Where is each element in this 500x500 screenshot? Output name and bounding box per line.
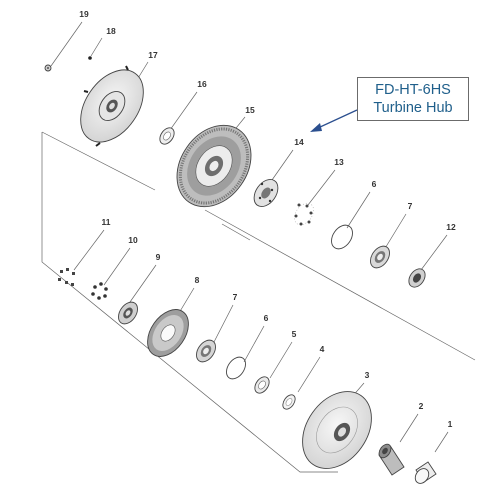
label-part-8: 8 — [195, 275, 200, 285]
label-part-6-lower: 6 — [264, 313, 269, 323]
part-13-bolt-ring — [294, 202, 314, 226]
part-10-rollers — [91, 282, 108, 300]
label-part-14: 14 — [294, 137, 304, 147]
label-part-2: 2 — [419, 401, 424, 411]
part-14-turbine-hub — [253, 178, 279, 208]
callout-part-name: Turbine Hub — [373, 100, 453, 116]
part-1-bushing — [414, 461, 437, 484]
part-7-bearing-upper — [370, 245, 390, 269]
label-part-17: 17 — [148, 50, 158, 60]
label-part-10: 10 — [128, 235, 138, 245]
label-part-1: 1 — [448, 419, 453, 429]
part-19-nut — [44, 64, 52, 72]
part-18-pin — [88, 56, 92, 60]
part-11-keys — [58, 268, 75, 286]
part-6-snap-ring-lower — [226, 356, 246, 380]
part-8-stator — [147, 309, 189, 357]
label-part-15: 15 — [245, 105, 255, 115]
part-6-snap-ring-upper — [331, 224, 353, 250]
label-part-5: 5 — [292, 329, 297, 339]
label-part-16: 16 — [197, 79, 207, 89]
callout-arrow — [310, 109, 358, 132]
part-12-seal — [408, 268, 426, 288]
label-part-9: 9 — [156, 252, 161, 262]
callout-box: FD-HT-6HS Turbine Hub — [357, 77, 469, 121]
label-part-7-lower: 7 — [233, 292, 238, 302]
part-9-cage — [118, 301, 138, 325]
part-4-washer — [282, 394, 296, 410]
leader-lines — [50, 21, 449, 453]
label-part-7-upper: 7 — [408, 201, 413, 211]
part-16-washer — [159, 127, 175, 145]
label-part-4: 4 — [320, 344, 325, 354]
part-3-impeller — [302, 391, 372, 469]
label-part-12: 12 — [446, 222, 456, 232]
part-5-washer — [254, 376, 270, 394]
label-part-11: 11 — [102, 217, 111, 227]
frame-lines — [41, 131, 476, 473]
label-part-19: 19 — [79, 9, 89, 19]
label-part-6-upper: 6 — [372, 179, 377, 189]
part-2-sleeve — [378, 443, 405, 476]
label-part-3: 3 — [365, 370, 370, 380]
callout-part-number: FD-HT-6HS — [375, 82, 451, 98]
part-15-turbine-disc — [176, 124, 252, 208]
label-part-13: 13 — [334, 157, 344, 167]
part-17-drive-plate — [80, 65, 144, 147]
part-7-bearing-lower — [196, 339, 216, 363]
label-part-18: 18 — [106, 26, 116, 36]
